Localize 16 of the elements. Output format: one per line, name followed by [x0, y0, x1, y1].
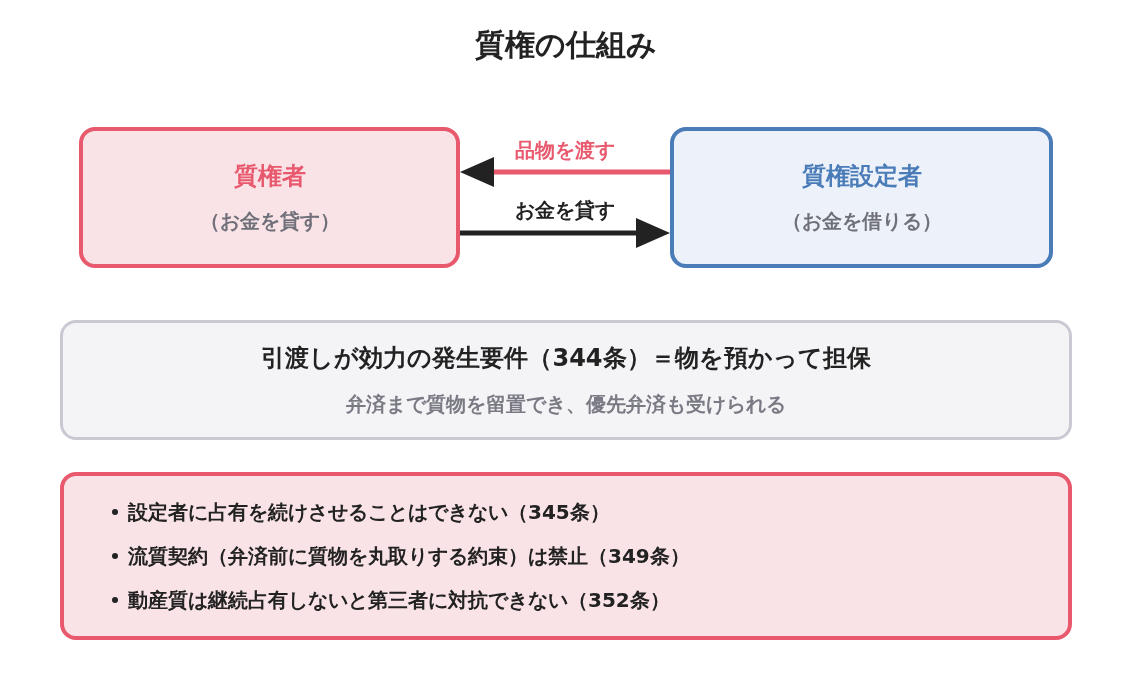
note-box [60, 472, 1072, 640]
box-subtext: （お金を借りる） [781, 208, 942, 234]
box-heading: 質権設定者 [801, 161, 922, 192]
box-subtext: 弁済まで質物を留置でき、優先弁済も受けられる [346, 391, 786, 417]
list-item: 動産質は継続占有しないと第三者に対抗できない（352条） [128, 587, 670, 613]
list-item: 設定者に占有を続けさせることはできない（345条） [128, 499, 610, 525]
info-box [60, 320, 1072, 440]
arrow [460, 157, 670, 187]
arrow [460, 218, 670, 248]
party-box [670, 127, 1053, 268]
box-heading: 引渡しが効力の発生要件（344条）＝物を預かって担保 [261, 343, 871, 374]
box-subtext: （お金を貸す） [199, 208, 340, 234]
title: 質権の仕組み [475, 26, 657, 64]
box-heading: 質権者 [233, 161, 306, 192]
party-box [79, 127, 460, 268]
list-item: 流質契約（弁済前に質物を丸取りする約束）は禁止（349条） [128, 543, 690, 569]
